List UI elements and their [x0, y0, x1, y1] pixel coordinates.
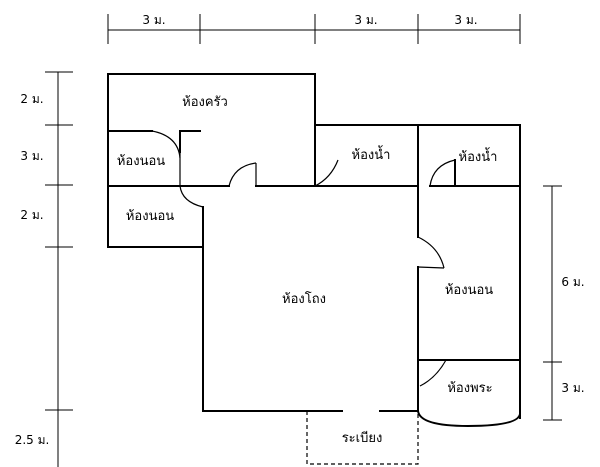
dimension-left-1: 2 ม. — [20, 92, 43, 106]
room-label-bathroom-2: ห้องน้ำ — [459, 147, 498, 165]
right-dimension-line — [543, 185, 562, 421]
door-bathroom-2 — [429, 159, 456, 187]
left-dimension-line — [45, 71, 73, 467]
dimension-right-1: 6 ม. — [561, 275, 584, 289]
shrine-room-curved-wall — [417, 410, 521, 428]
room-label-bathroom-1: ห้องน้ำ — [352, 145, 391, 163]
dimension-left-3: 2 ม. — [20, 208, 43, 222]
room-label-kitchen: ห้องครัว — [182, 95, 228, 110]
room-label-living-hall: ห้องโถง — [282, 291, 326, 307]
dimension-left-4: 2.5 ม. — [15, 433, 50, 447]
doors — [151, 130, 456, 387]
veranda-outline — [306, 411, 419, 465]
dimension-right-2: 3 ม. — [561, 381, 584, 395]
room-label-bedroom-1: ห้องนอน — [117, 154, 165, 169]
door-bathroom-1 — [314, 159, 339, 187]
top-dimension-line — [107, 14, 521, 44]
room-label-bedroom-2: ห้องนอน — [126, 209, 174, 224]
room-label-shrine-room: ห้องพระ — [447, 381, 492, 396]
room-label-veranda: ระเบียง — [342, 430, 383, 446]
room-label-bedroom-3: ห้องนอน — [445, 283, 493, 298]
dimension-left-2: 3 ม. — [20, 149, 43, 163]
door-bedroom-2 — [179, 185, 204, 208]
dimension-top-1: 3 ม. — [142, 13, 165, 27]
dimension-top-3: 3 ม. — [454, 13, 477, 27]
dimension-top-2: 3 ม. — [354, 13, 377, 27]
door-bedroom-3 — [417, 236, 445, 269]
door-kitchen-hall — [228, 162, 257, 187]
door-shrine-room — [419, 359, 447, 387]
walls — [107, 73, 521, 419]
